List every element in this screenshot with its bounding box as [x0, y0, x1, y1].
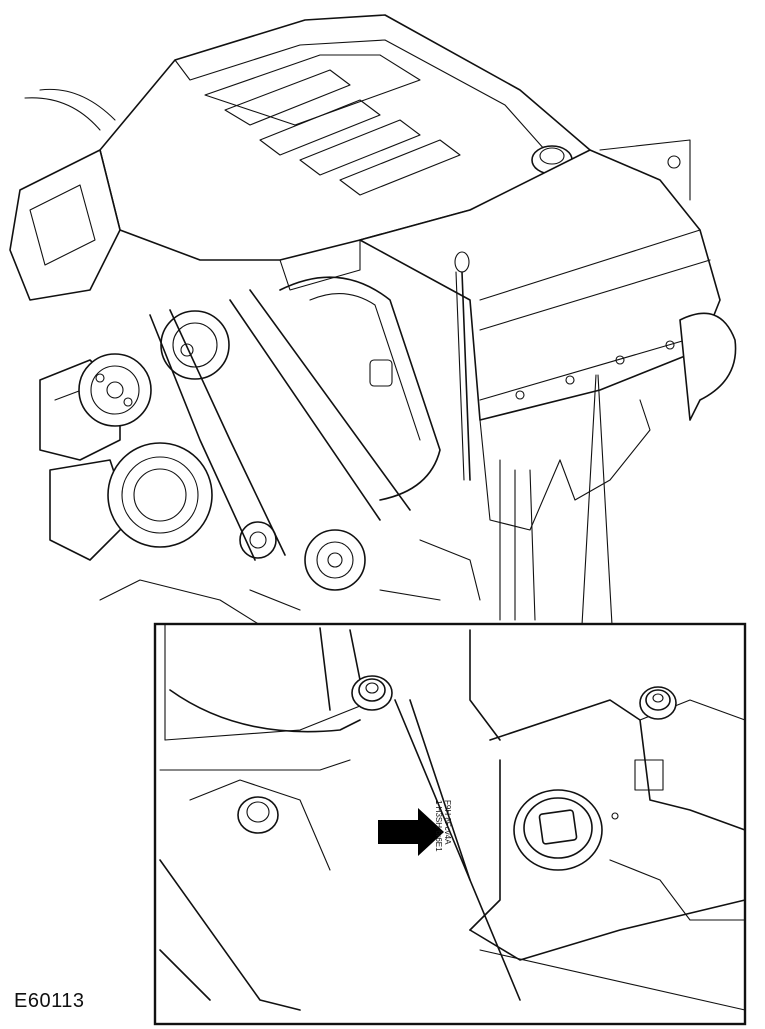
direction-arrow-icon — [378, 808, 444, 856]
lower-block — [99, 399, 651, 626]
pulley-assembly — [78, 276, 441, 591]
stamp-line-1: F9H 8Fcv4A — [443, 800, 452, 845]
dipstick — [454, 251, 471, 481]
inset-bolt-left — [351, 675, 393, 711]
inset-bolt-lower — [237, 796, 279, 834]
component-stamp-text: F9H 8Fcv4A 1 H3SH 6r6E1 — [434, 800, 452, 860]
figure-id-label: E60113 — [14, 990, 85, 1012]
stamp-line-2: 1 H3SH 6r6E1 — [434, 800, 443, 852]
inset-components — [159, 624, 746, 1011]
drain-plug — [513, 789, 619, 871]
inset-bolt-right — [639, 686, 677, 720]
cylinder-head — [359, 139, 737, 421]
callout-leader — [581, 374, 613, 626]
